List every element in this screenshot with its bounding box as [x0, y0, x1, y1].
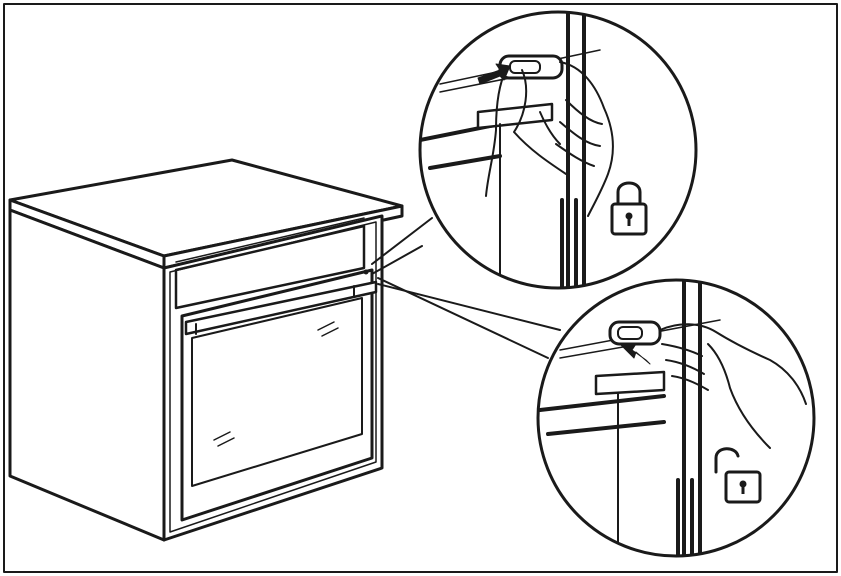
callout-leader-lines — [371, 217, 561, 359]
top-frame-rails — [560, 12, 586, 288]
top-lock-latch — [498, 54, 564, 80]
oven-door-handle — [184, 280, 378, 336]
callout-top-locked — [418, 10, 698, 290]
bottom-frame-rails — [676, 280, 702, 556]
top-push-arrow — [477, 63, 511, 85]
oven — [8, 158, 404, 542]
control-panel — [174, 224, 366, 310]
lock-open-icon — [714, 447, 762, 504]
bottom-push-arrow — [619, 343, 651, 365]
top-hand — [485, 61, 614, 217]
lock-closed-icon — [610, 181, 648, 236]
door-lock-location — [363, 269, 369, 275]
oven-door — [180, 268, 374, 522]
bottom-lock-latch — [608, 320, 662, 346]
bottom-hand — [659, 323, 807, 449]
callout-bottom-unlocked — [536, 278, 816, 558]
glass-reflection-marks — [213, 321, 339, 447]
oven-door-window — [191, 297, 363, 487]
